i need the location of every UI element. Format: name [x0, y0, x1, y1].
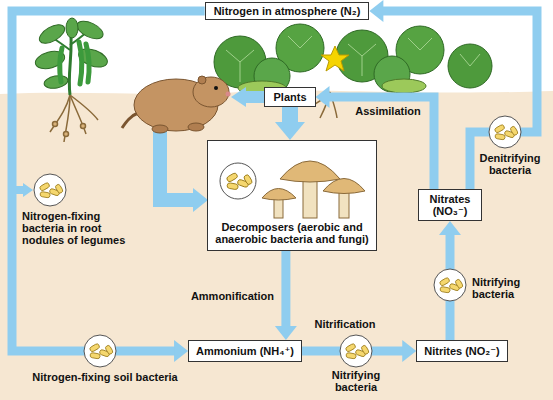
- node-text: Plants: [273, 91, 306, 103]
- bean-plant: [33, 18, 109, 142]
- node-text: Ammonium (NH₄⁺): [196, 345, 294, 357]
- node-text: Decomposers (aerobic and anaerobic bacte…: [214, 221, 370, 245]
- arrow-line: [281, 251, 290, 327]
- squash-fruit: [382, 79, 426, 93]
- arrow-head: [439, 221, 461, 235]
- flow-arrow: [275, 251, 297, 340]
- bacteria-circle: [489, 116, 521, 148]
- organism-label: Denitrifying bacteria: [474, 152, 546, 176]
- compound-box: Nitrates (NO₃⁻): [418, 189, 482, 221]
- flow-arrow: [12, 11, 205, 362]
- process-label: Nitrification: [300, 318, 390, 330]
- gopher: [122, 76, 231, 133]
- node-text: Nitrogen in atmosphere (N₂): [214, 5, 361, 17]
- organism-label: Nitrifying bacteria: [472, 276, 534, 300]
- bacteria-circle: [84, 335, 116, 367]
- process-box: Plants: [264, 87, 315, 107]
- bacteria-circle: [340, 335, 372, 367]
- atmosphere-box: Nitrogen in atmosphere (N₂): [205, 2, 370, 20]
- squash-flower: [321, 46, 349, 71]
- process-label: Ammonification: [186, 290, 274, 302]
- decomposer-box: Decomposers (aerobic and anaerobic bacte…: [207, 140, 377, 251]
- arrow-line: [282, 107, 298, 123]
- organism-label: Nitrogen-fixing bacteria in root nodules…: [22, 210, 126, 246]
- arrow-head: [369, 0, 383, 22]
- arrow-head: [275, 122, 305, 140]
- organism-label: Nitrogen-fixing soil bacteria: [20, 371, 190, 383]
- arrow-head: [174, 340, 188, 362]
- mushrooms: [262, 161, 365, 218]
- process-label: Assimilation: [348, 105, 428, 117]
- arrow-head: [402, 340, 416, 362]
- arrow-head: [316, 86, 330, 108]
- organism-label: Nitrifying bacteria: [324, 369, 388, 393]
- flow-arrow: [275, 107, 305, 140]
- arrow-head: [275, 326, 297, 340]
- arrow-line: [12, 11, 205, 351]
- bacteria-circle: [220, 163, 256, 199]
- bacteria-circle: [34, 174, 66, 206]
- squash-plant: [214, 24, 492, 118]
- compound-box: Ammonium (NH₄⁺): [188, 340, 302, 362]
- mushroom-illustration: [208, 141, 376, 221]
- compound-box: Nitrites (NO₂⁻): [416, 340, 507, 362]
- bean-roots: [50, 95, 98, 142]
- node-text: Nitrites (NO₂⁻): [424, 345, 499, 357]
- node-text: Nitrates (NO₃⁻): [423, 193, 477, 217]
- bacteria-circle: [434, 269, 466, 301]
